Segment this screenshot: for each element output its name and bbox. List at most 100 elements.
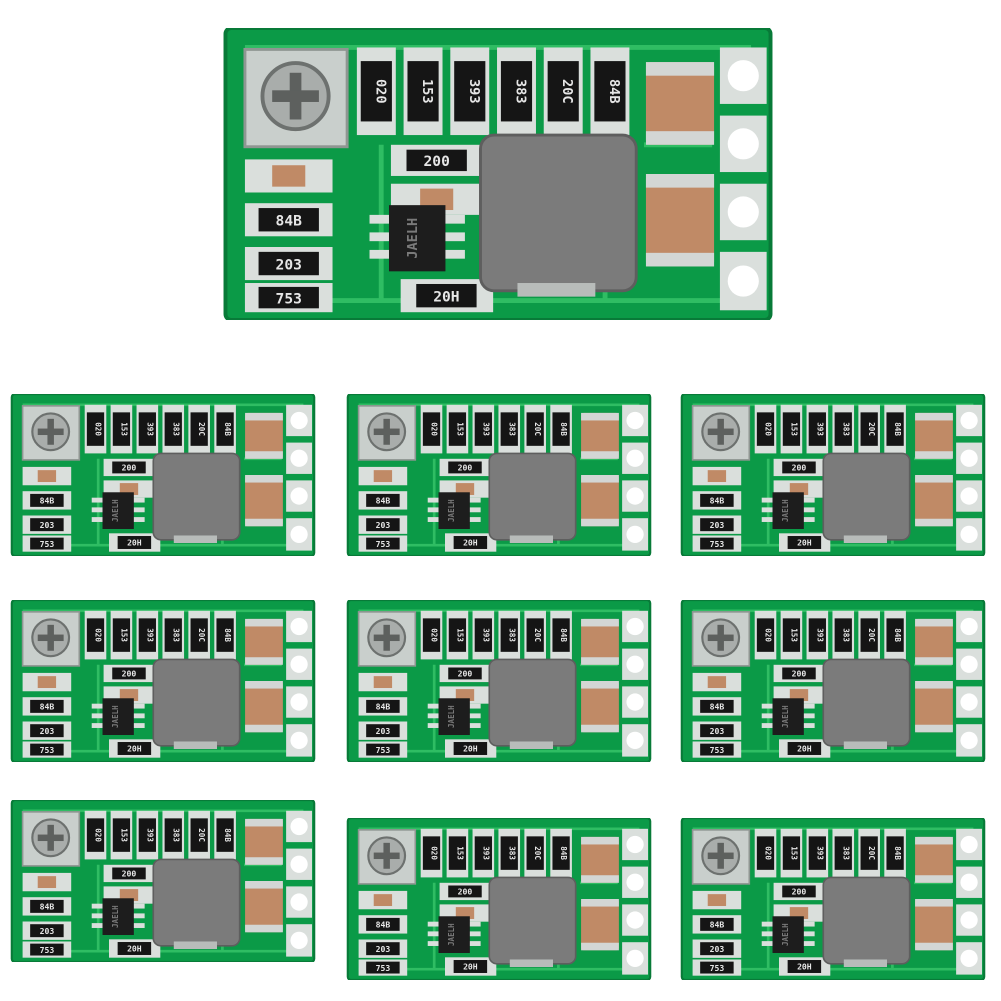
- resistor-marking: 383: [512, 79, 528, 104]
- resistor-marking: 20H: [433, 289, 459, 306]
- board-thumbnail: 020 153 393 383 20C 84B: [678, 600, 988, 762]
- left-component-column: 84B 203 753: [692, 466, 742, 552]
- resistor-marking: 84B: [223, 422, 232, 436]
- resistor-marking: 200: [424, 153, 450, 170]
- resistor-marking: 20C: [197, 628, 206, 642]
- potentiometer: [243, 47, 349, 149]
- left-component-column: 84B 203 753: [22, 872, 72, 958]
- buck-converter-board: 020 153 393 383 20C 84B: [346, 394, 652, 556]
- left-component-column: 84B 203 753: [244, 159, 333, 313]
- top-resistor-row: 020 153 393 383 20C 84B: [84, 610, 236, 660]
- ic-marking: JAELH: [781, 923, 790, 946]
- resistor-marking: 020: [372, 79, 388, 104]
- resistor-marking: 020: [764, 628, 773, 642]
- resistor-marking: 393: [466, 79, 482, 104]
- ic-chip: JAELH: [761, 492, 815, 529]
- ic-chip: JAELH: [427, 492, 481, 529]
- top-resistor-row: 020 153 393 383 20C 84B: [84, 404, 236, 454]
- board-thumbnail: 020 153 393 383 20C 84B: [8, 800, 318, 962]
- resistor-marking: 020: [94, 422, 103, 436]
- middle-components: 200 20H: [439, 664, 497, 758]
- buck-converter-board: 020 153 393 383 20C 84B: [10, 600, 316, 762]
- inductor: [152, 658, 241, 750]
- inductor: [152, 858, 241, 950]
- resistor-marking: 383: [171, 422, 180, 436]
- resistor-marking: 753: [376, 963, 391, 973]
- resistor-marking: 153: [119, 628, 128, 642]
- inductor: [488, 876, 577, 968]
- ic-marking: JAELH: [111, 499, 120, 522]
- top-resistor-row: 020 153 393 383 20C 84B: [356, 47, 630, 136]
- resistor-marking: 203: [40, 926, 55, 936]
- resistor-marking: 393: [481, 846, 490, 860]
- middle-components: 200 20H: [439, 882, 497, 976]
- capacitors: [645, 62, 715, 267]
- ic-marking: JAELH: [405, 218, 421, 259]
- capacitors: [245, 818, 283, 933]
- resistor-marking: 200: [458, 463, 473, 473]
- inductor: [152, 452, 241, 544]
- top-resistor-row: 020 153 393 383 20C 84B: [420, 610, 572, 660]
- ic-chip: JAELH: [427, 698, 481, 735]
- resistor-marking: 153: [419, 79, 435, 104]
- through-hole-pads: [956, 404, 983, 551]
- resistor-marking: 84B: [893, 422, 902, 436]
- board-thumbnail: 020 153 393 383 20C 84B: [344, 600, 654, 762]
- resistor-marking: 393: [815, 846, 824, 860]
- resistor-marking: 393: [481, 422, 490, 436]
- potentiometer: [21, 611, 81, 667]
- resistor-marking: 20C: [867, 846, 876, 860]
- resistor-marking: 200: [458, 887, 473, 897]
- potentiometer: [21, 405, 81, 461]
- resistor-marking: 84B: [710, 702, 725, 712]
- resistor-marking: 753: [710, 963, 725, 973]
- resistor-marking: 393: [815, 422, 824, 436]
- resistor-marking: 383: [841, 846, 850, 860]
- resistor-marking: 383: [171, 628, 180, 642]
- capacitors: [581, 618, 619, 733]
- top-resistor-row: 020 153 393 383 20C 84B: [420, 828, 572, 878]
- top-resistor-row: 020 153 393 383 20C 84B: [754, 404, 906, 454]
- resistor-marking: 20C: [533, 846, 542, 860]
- through-hole-pads: [286, 404, 313, 551]
- ic-marking: JAELH: [447, 705, 456, 728]
- resistor-marking: 203: [276, 256, 302, 273]
- resistor-marking: 84B: [376, 496, 391, 506]
- potentiometer: [691, 405, 751, 461]
- resistor-marking: 383: [507, 422, 516, 436]
- ic-chip: JAELH: [91, 492, 145, 529]
- through-hole-pads: [286, 810, 313, 957]
- resistor-marking: 393: [815, 628, 824, 642]
- resistor-marking: 153: [789, 422, 798, 436]
- resistor-marking: 20H: [797, 744, 812, 754]
- buck-converter-board: 020 153 393 383 20C 84B: [346, 818, 652, 980]
- resistor-marking: 200: [792, 669, 807, 679]
- resistor-marking: 200: [122, 669, 137, 679]
- top-resistor-row: 020 153 393 383 20C 84B: [754, 610, 906, 660]
- resistor-marking: 84B: [710, 496, 725, 506]
- through-hole-pads: [622, 610, 649, 757]
- capacitors: [245, 412, 283, 527]
- buck-converter-board: 020 153 393 383 20C 84B: [10, 394, 316, 556]
- board-main: 020 153 393 383 20C 84B: [220, 28, 776, 320]
- capacitors: [915, 618, 953, 733]
- resistor-marking: 84B: [223, 628, 232, 642]
- resistor-marking: 20C: [533, 422, 542, 436]
- through-hole-pads: [622, 828, 649, 975]
- resistor-marking: 020: [94, 828, 103, 842]
- middle-components: 200 20H: [103, 458, 161, 552]
- resistor-marking: 84B: [376, 702, 391, 712]
- through-hole-pads: [622, 404, 649, 551]
- resistor-marking: 753: [710, 745, 725, 755]
- left-component-column: 84B 203 753: [22, 672, 72, 758]
- potentiometer: [691, 611, 751, 667]
- buck-converter-board: 020 153 393 383 20C 84B: [680, 394, 986, 556]
- resistor-marking: 203: [376, 944, 391, 954]
- resistor-marking: 84B: [40, 902, 55, 912]
- through-hole-pads: [956, 610, 983, 757]
- resistor-marking: 153: [455, 846, 464, 860]
- left-component-column: 84B 203 753: [692, 672, 742, 758]
- buck-converter-board: 020 153 393 383 20C 84B: [680, 818, 986, 980]
- resistor-marking: 20H: [463, 744, 478, 754]
- resistor-marking: 84B: [40, 496, 55, 506]
